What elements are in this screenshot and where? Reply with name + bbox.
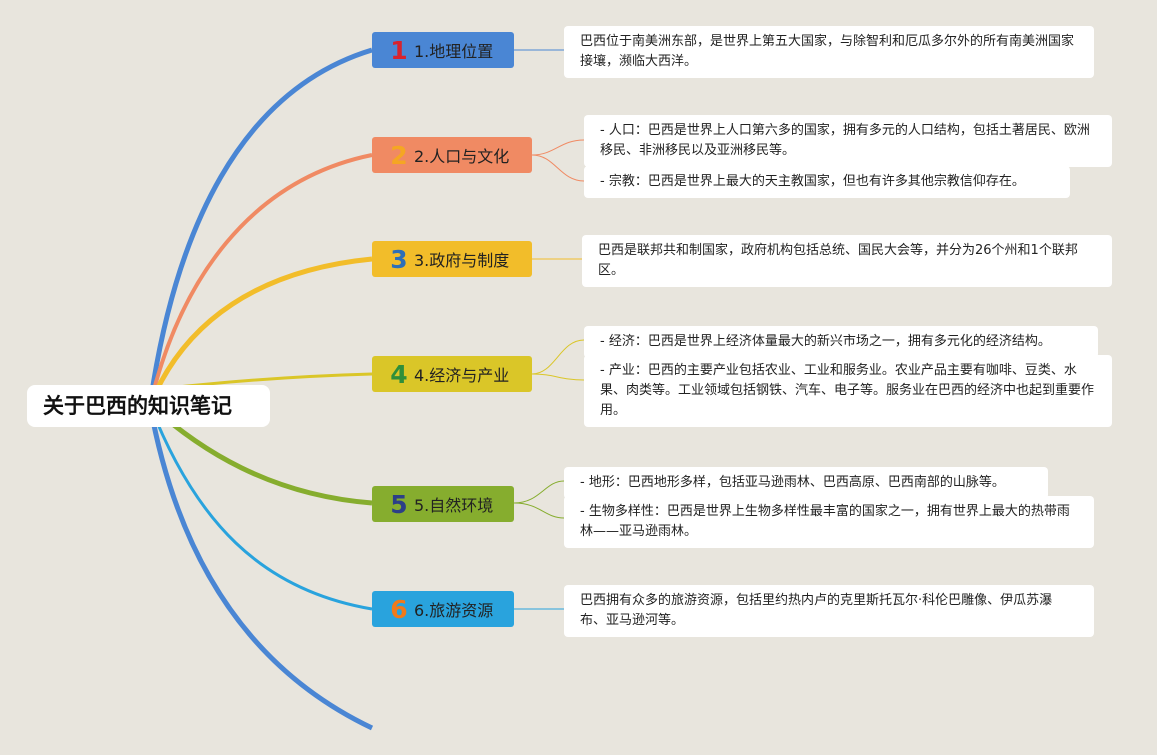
connector-note-5b: [513, 502, 565, 519]
connector-branch-1-tail: [147, 404, 374, 731]
note-5-1[interactable]: - 地形：巴西地形多样，包括亚马逊雨林、巴西高原、巴西南部的山脉等。: [564, 467, 1048, 499]
branch-6-label: 6.旅游资源: [414, 601, 494, 620]
branch-4-node[interactable]: 4 4.经济与产业: [372, 356, 532, 392]
note-2-1[interactable]: - 人口：巴西是世界上人口第六多的国家，拥有多元的人口结构，包括土著居民、欧洲移…: [584, 115, 1112, 167]
connector-note-2b: [531, 154, 585, 182]
root-node-title[interactable]: 关于巴西的知识笔记: [27, 385, 270, 427]
branch-6-node[interactable]: 6 6.旅游资源: [372, 591, 514, 627]
note-4-1[interactable]: - 经济：巴西是世界上经济体量最大的新兴市场之一，拥有多元化的经济结构。: [584, 326, 1098, 358]
connector-note-5a: [513, 480, 565, 504]
connector-branch-6: [148, 404, 373, 611]
connector-branch-3: [147, 256, 373, 406]
note-4-2[interactable]: - 产业：巴西的主要产业包括农业、工业和服务业。农业产品主要有咖啡、豆类、水果、…: [584, 355, 1112, 427]
number-3-icon: 3: [390, 244, 408, 274]
note-6-1[interactable]: 巴西拥有众多的旅游资源，包括里约热内卢的克里斯托瓦尔·科伦巴雕像、伊瓜苏瀑布、亚…: [564, 585, 1094, 637]
branch-2-node[interactable]: 2 2.人口与文化: [372, 137, 532, 173]
number-1-icon: 1: [390, 35, 408, 65]
note-3-1[interactable]: 巴西是联邦共和制国家，政府机构包括总统、国民大会等，并分为26个州和1个联邦区。: [582, 235, 1112, 287]
branch-5-node[interactable]: 5 5.自然环境: [372, 486, 514, 522]
connector-note-4b: [531, 373, 585, 381]
connector-branch-1: [147, 47, 373, 406]
branch-1-label: 1.地理位置: [414, 42, 494, 61]
branch-1-node[interactable]: 1 1.地理位置: [372, 32, 514, 68]
number-5-icon: 5: [390, 489, 408, 519]
connector-note-4a: [531, 339, 585, 375]
note-1-1[interactable]: 巴西位于南美洲东部，是世界上第五大国家，与除智利和厄瓜多尔外的所有南美洲国家接壤…: [564, 26, 1094, 78]
connector-branch-2: [148, 153, 373, 406]
number-4-icon: 4: [390, 359, 408, 389]
branch-2-label: 2.人口与文化: [414, 147, 510, 166]
branch-4-label: 4.经济与产业: [414, 366, 510, 385]
branch-5-label: 5.自然环境: [414, 496, 494, 515]
branch-3-label: 3.政府与制度: [414, 251, 510, 270]
number-6-icon: 6: [390, 594, 408, 624]
note-5-2[interactable]: - 生物多样性：巴西是世界上生物多样性最丰富的国家之一，拥有世界上最大的热带雨林…: [564, 496, 1094, 548]
branch-3-node[interactable]: 3 3.政府与制度: [372, 241, 532, 277]
number-2-icon: 2: [390, 140, 408, 170]
note-2-2[interactable]: - 宗教：巴西是世界上最大的天主教国家，但也有许多其他宗教信仰存在。: [584, 166, 1070, 198]
connector-note-2a: [531, 139, 585, 156]
